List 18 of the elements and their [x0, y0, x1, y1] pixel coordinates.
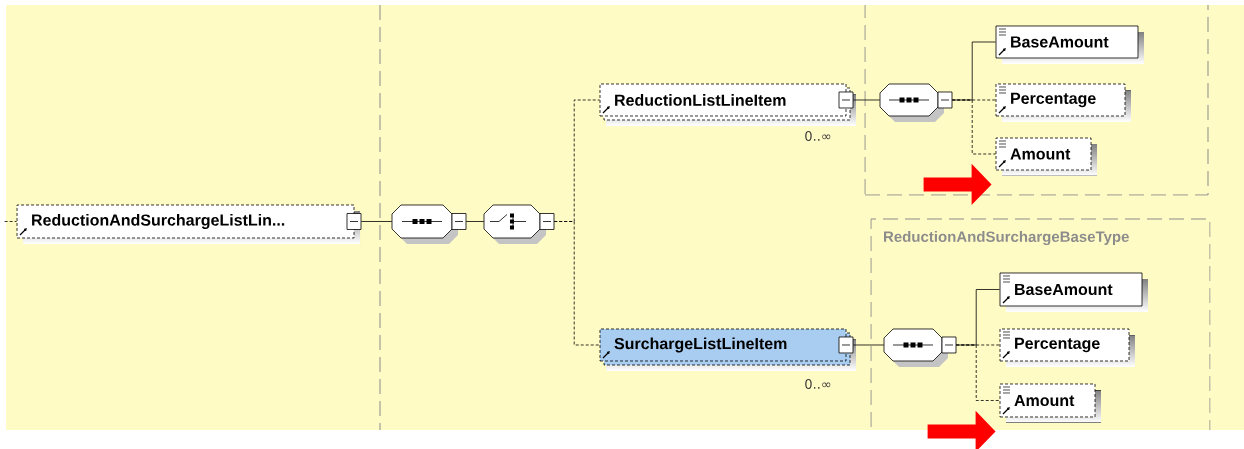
- element-box: BaseAmount: [999, 272, 1148, 312]
- connector-line: [465, 221, 485, 222]
- multiplicity-label: 0..∞: [805, 379, 831, 389]
- element-box: SurchargeListLineItem: [599, 328, 856, 371]
- connector-line: [955, 344, 1000, 401]
- element-box: ReductionListLineItem: [599, 83, 856, 126]
- connector-line: [553, 221, 600, 346]
- connector-line: [4, 221, 17, 222]
- element-box: BaseAmount: [995, 25, 1144, 64]
- element-box: Percentage: [995, 83, 1131, 122]
- type-group-box: [864, 5, 1209, 196]
- multiplicity-label: 0..∞: [805, 131, 831, 141]
- connector-line: [853, 344, 885, 346]
- connector-line: [361, 221, 393, 222]
- connector-line: [951, 99, 996, 155]
- element-box: ReductionAndSurchargeListLin...: [16, 204, 360, 244]
- element-box: Percentage: [999, 328, 1135, 367]
- connector-line: [853, 99, 881, 101]
